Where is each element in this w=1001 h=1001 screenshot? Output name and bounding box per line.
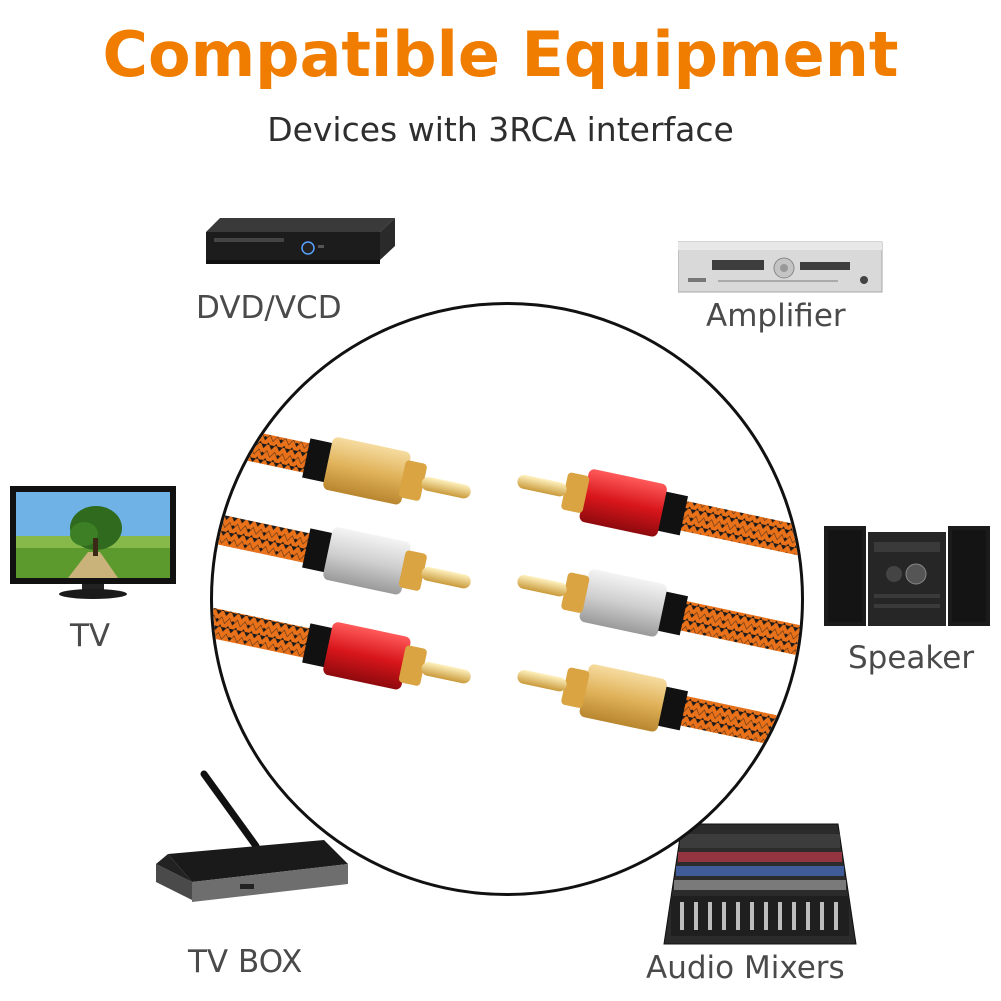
tvbox-label: TV BOX <box>188 944 303 980</box>
tv-box-icon <box>156 770 348 902</box>
page-subtitle: Devices with 3RCA interface <box>267 110 734 149</box>
amplifier-label: Amplifier <box>706 298 846 334</box>
dvd-player-icon <box>206 218 395 264</box>
rca-cable-showcase <box>210 302 804 896</box>
tv-icon <box>10 486 176 599</box>
audio-mixer-icon <box>663 823 857 945</box>
dvd-label: DVD/VCD <box>196 290 342 326</box>
page-title: Compatible Equipment <box>102 18 899 91</box>
rca-cables-illustration <box>213 415 801 759</box>
mixer-label: Audio Mixers <box>646 950 845 986</box>
tv-label: TV <box>70 618 111 654</box>
speaker-system-icon <box>824 526 990 626</box>
speaker-label: Speaker <box>848 640 975 676</box>
amplifier-icon <box>678 241 883 293</box>
